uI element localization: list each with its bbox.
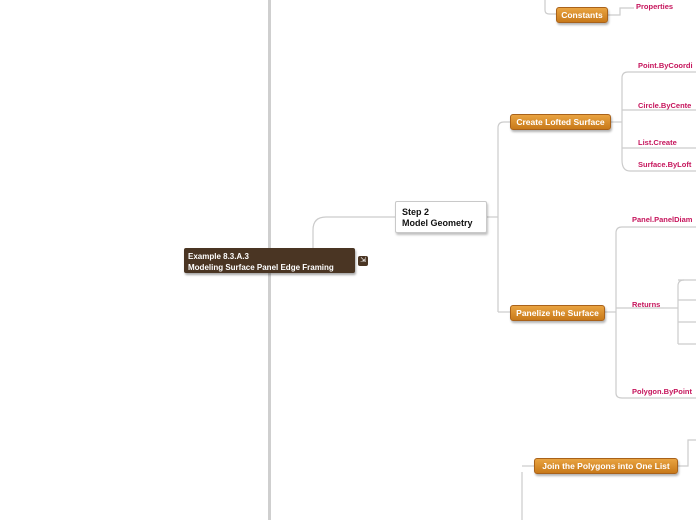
branch-panelize-surface[interactable]: Panelize the Surface — [510, 305, 605, 321]
leaf-list-create[interactable]: List.Create — [638, 138, 677, 147]
leaf-circle-by-center[interactable]: Circle.ByCente — [638, 101, 692, 110]
step-topic[interactable]: Step 2 Model Geometry — [395, 201, 487, 233]
branch-create-lofted-surface[interactable]: Create Lofted Surface — [510, 114, 611, 130]
step-title-line2: Model Geometry — [402, 218, 473, 228]
leaf-panel-diamond[interactable]: Panel.PanelDiam — [632, 215, 693, 224]
root-title-line2: Modeling Surface Panel Edge Framing — [188, 263, 334, 272]
leaf-properties[interactable]: Properties — [636, 2, 674, 11]
leaf-returns[interactable]: Returns — [632, 300, 661, 309]
leaf-point-by-coordinates[interactable]: Point.ByCoordi — [638, 61, 693, 70]
leaf-polygon-by-points[interactable]: Polygon.ByPoint — [632, 387, 692, 396]
leaf-surface-by-loft[interactable]: Surface.ByLoft — [638, 160, 692, 169]
branch-join-polygons[interactable]: Join the Polygons into One List — [534, 458, 678, 474]
root-topic[interactable]: Example 8.3.A.3 Modeling Surface Panel E… — [184, 248, 355, 273]
expand-icon[interactable]: ⇲ — [358, 256, 368, 266]
root-title-line1: Example 8.3.A.3 — [188, 252, 249, 261]
step-title-line1: Step 2 — [402, 207, 430, 217]
branch-constants[interactable]: Constants — [556, 7, 608, 23]
